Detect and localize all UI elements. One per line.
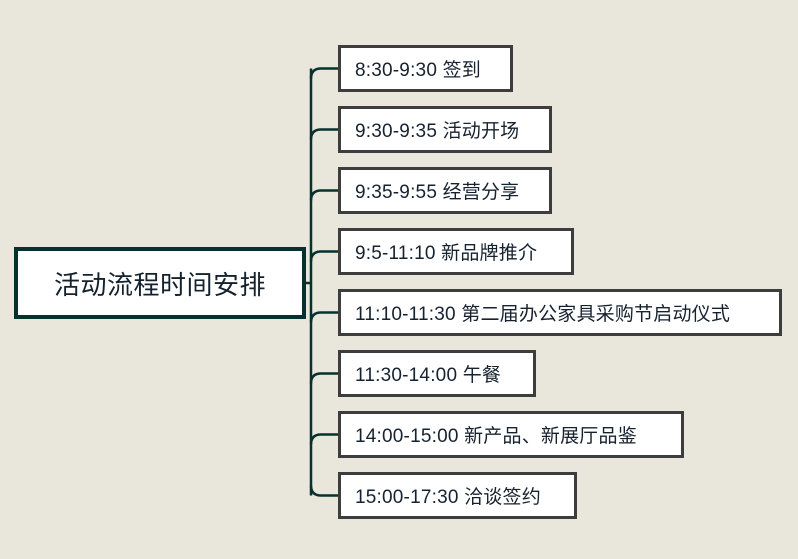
connector-branch-5	[309, 311, 338, 323]
child-node-label: 11:10-11:30 第二届办公家具采购节启动仪式	[355, 304, 731, 325]
child-node-3[interactable]: 9:35-9:55 经营分享	[338, 167, 552, 214]
connector-branch-8	[309, 485, 338, 497]
child-node-label: 11:30-14:00 午餐	[355, 365, 502, 386]
connector-branch-7	[309, 433, 338, 445]
root-node[interactable]: 活动流程时间安排	[14, 247, 306, 319]
connector-branch-2	[309, 128, 338, 140]
child-node-6[interactable]: 11:30-14:00 午餐	[338, 350, 536, 397]
connector-branch-6	[309, 372, 338, 384]
child-node-label: 8:30-9:30 签到	[355, 60, 481, 81]
connector-branch-3	[309, 189, 338, 201]
connector-branch-4	[309, 250, 338, 262]
root-node-label: 活动流程时间安排	[53, 269, 266, 300]
child-node-label: 9:5-11:10 新品牌推介	[355, 243, 538, 264]
child-node-5[interactable]: 11:10-11:30 第二届办公家具采购节启动仪式	[338, 289, 782, 336]
child-node-label: 14:00-15:00 新产品、新展厅品鉴	[355, 426, 637, 447]
child-node-4[interactable]: 9:5-11:10 新品牌推介	[338, 228, 574, 275]
child-node-label: 9:35-9:55 经营分享	[355, 182, 520, 203]
child-node-7[interactable]: 14:00-15:00 新产品、新展厅品鉴	[338, 411, 684, 458]
child-node-2[interactable]: 9:30-9:35 活动开场	[338, 106, 552, 153]
child-node-8[interactable]: 15:00-17:30 洽谈签约	[338, 472, 577, 519]
child-node-1[interactable]: 8:30-9:30 签到	[338, 45, 513, 92]
child-node-label: 15:00-17:30 洽谈签约	[355, 487, 541, 508]
child-node-label: 9:30-9:35 活动开场	[355, 121, 520, 142]
connector-branch-1	[309, 67, 338, 79]
